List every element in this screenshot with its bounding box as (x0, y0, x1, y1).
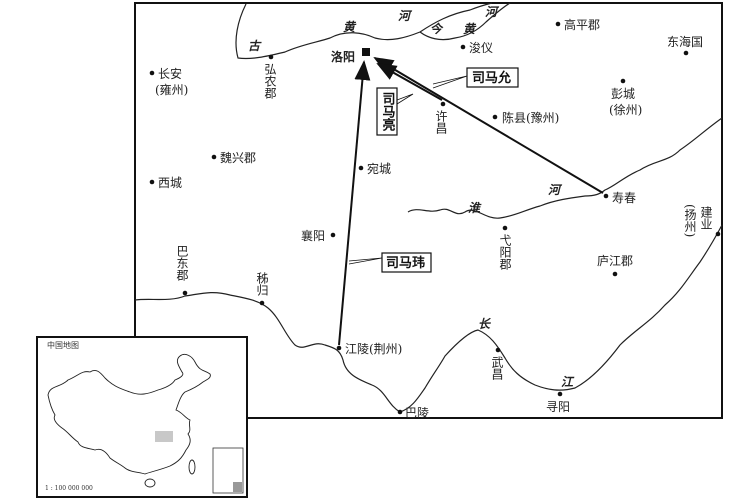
commander-sima-liang: 司马亮 (380, 92, 396, 132)
place-xuchang: 许昌 (434, 110, 448, 134)
place-chenxian: 陈县(豫州) (502, 110, 559, 125)
place-donghai: 东海国 (667, 34, 703, 49)
place-badong: 巴东郡 (175, 245, 189, 282)
place-xuzhou: (徐州) (609, 102, 642, 117)
place-jianye: 建业 (699, 206, 713, 230)
place-weixing: 魏兴郡 (220, 150, 256, 165)
river-label-he: 河 (398, 9, 413, 23)
place-zigui: 秭归 (255, 272, 269, 297)
route-sima-yun-arrow (373, 56, 604, 194)
highlighted-region (155, 431, 173, 442)
callout-sima-yun: 司马允 (432, 67, 519, 89)
river-label-huang: 黄 (343, 20, 357, 34)
river-label-he-modern: 河 (485, 5, 500, 19)
luoyang-capital-marker (362, 48, 370, 56)
place-pengcheng: 彭城 (611, 87, 635, 101)
place-shouchun: 寿春 (612, 191, 636, 205)
river-label-huai: 淮 (468, 201, 482, 215)
place-luoyang: 洛阳 (331, 49, 355, 64)
inset-title: 中国地图 (47, 340, 79, 350)
river-label-jin: 今 (430, 22, 444, 36)
river-label-huai-he: 河 (548, 183, 563, 197)
commander-sima-yun: 司马允 (472, 70, 511, 86)
route-sima-wei-arrow (338, 60, 371, 346)
place-hongnong: 弘农郡 (263, 63, 277, 100)
river-label-chang: 长 (478, 317, 491, 331)
yangtze-river (134, 224, 723, 413)
place-lujiang: 庐江郡 (597, 253, 633, 268)
river-label-huang-modern: 黄 (463, 22, 477, 36)
inset-china-map: 中国地图 1 : 100 000 000 (36, 336, 248, 498)
place-gaoping: 高平郡 (564, 17, 600, 32)
taiwan-island (188, 459, 196, 475)
callout-sima-liang: 司马亮 (376, 87, 414, 136)
place-wuchang: 武昌 (490, 356, 504, 380)
place-yongzhou: (雍州) (155, 82, 188, 97)
place-xunyang: 寻阳 (546, 400, 570, 414)
place-xiangyang: 襄阳 (301, 228, 325, 243)
inset-scale: 1 : 100 000 000 (45, 485, 93, 492)
callout-sima-wei: 司马玮 (348, 252, 432, 273)
place-changan: 长安 (158, 66, 182, 81)
place-junyi: 浚仪 (469, 40, 493, 55)
river-label-gu: 古 (248, 39, 262, 53)
city-dots (149, 21, 721, 415)
ancient-yellow-river (235, 2, 493, 60)
place-wancheng: 宛城 (367, 161, 391, 176)
route-sima-liang-arrow (376, 63, 443, 101)
place-yiyang: 弋阳郡 (498, 234, 512, 271)
place-yangzhou: (扬州) (683, 204, 697, 237)
river-label-jiang: 江 (561, 375, 575, 389)
place-xicheng: 西城 (158, 176, 182, 190)
china-outline (47, 353, 211, 475)
hainan-island (144, 478, 156, 488)
south-china-sea-label-box (233, 482, 242, 492)
modern-yellow-river (419, 2, 511, 41)
huai-river (407, 117, 723, 219)
place-jiangling: 江陵(荆州) (345, 342, 402, 356)
place-baling: 巴陵 (405, 406, 429, 420)
commander-sima-wei: 司马玮 (386, 255, 425, 271)
